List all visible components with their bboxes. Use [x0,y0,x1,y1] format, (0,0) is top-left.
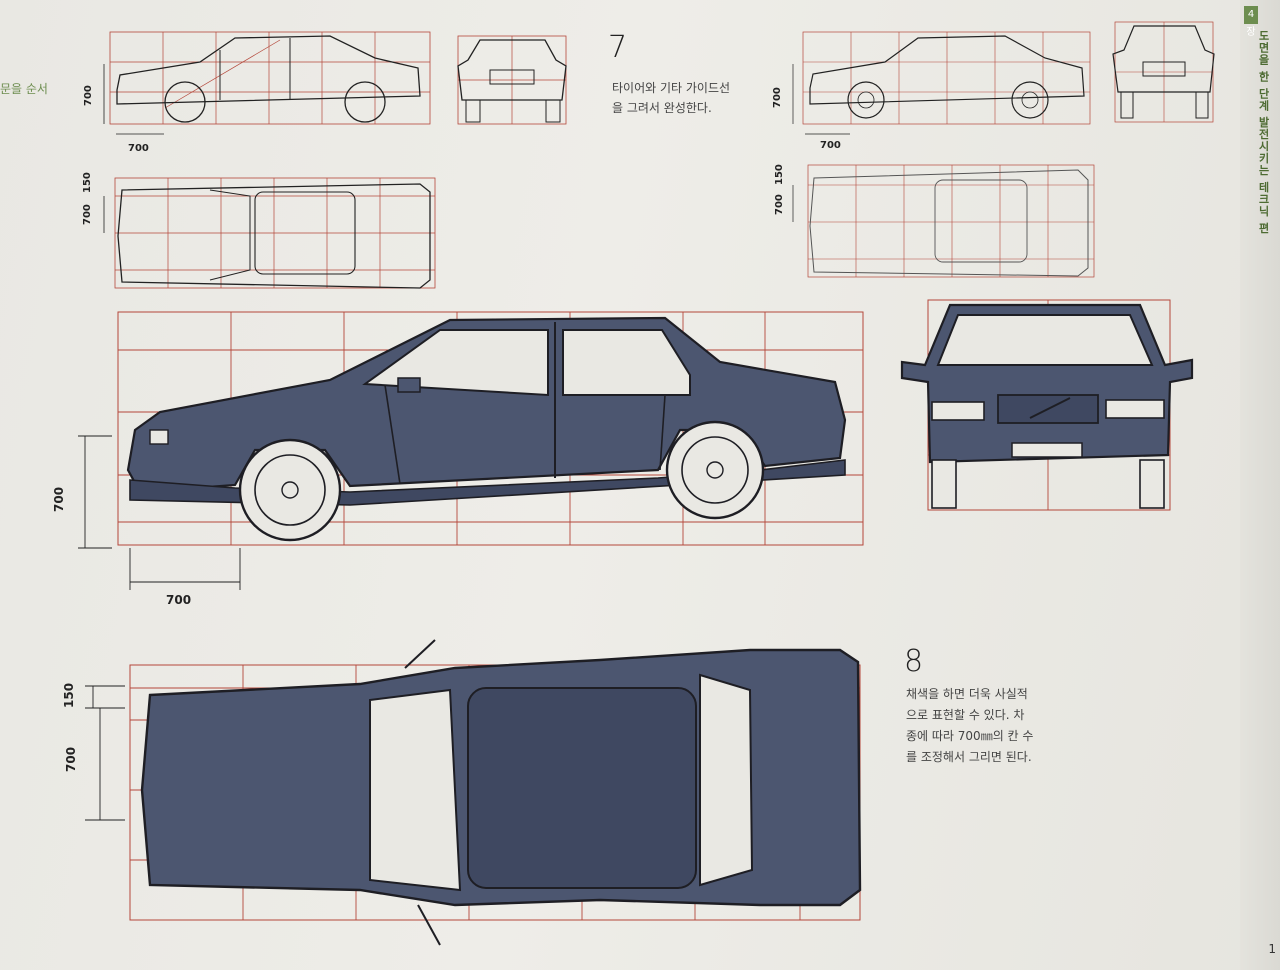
rear-wheel [238,438,342,542]
step8-top-dimension-lines [85,685,125,821]
chapter-badge: 4 장 [1244,6,1258,38]
front-wheel [665,420,765,520]
dim-label-150: 150 [82,172,93,193]
step7-final-side-view [802,31,1091,125]
caption-line: 으로 표현할 수 있다. 차 [906,708,1025,722]
dim-label-150: 150 [774,164,785,185]
step7-top-view [114,177,436,289]
step8-side-view [117,311,864,546]
step-8-caption: 채색을 하면 더욱 사실적 으로 표현할 수 있다. 차 종에 따라 700㎜의… [906,684,1033,768]
dim-label-700: 700 [128,143,149,154]
dim-label-700: 700 [82,204,93,225]
dim-label-700: 700 [166,593,192,607]
step-7-number: 7 [608,30,628,65]
caption-line: 채색을 하면 더욱 사실적 [906,687,1028,701]
dim-label-700: 700 [772,87,783,108]
step8-top-view [129,639,862,946]
step7-front-view [457,35,567,125]
step8-dimension-lines [78,435,241,590]
page-number: 1 [1268,942,1276,956]
step-8-number: 8 [904,644,924,679]
dim-label-700: 700 [820,140,841,151]
running-header: 도면을 한 단계 발전시키는 테크닉 편 [1257,30,1270,235]
step7-final-front-view [1112,21,1215,123]
step-7-caption: 타이어와 기타 가이드선 을 그려서 완성한다. [612,78,730,118]
dim-label-700: 700 [64,746,78,772]
previous-page-text-fragment: 문을 순서 [0,82,48,96]
step8-front-view [900,299,1194,511]
dim-label-700: 700 [52,486,66,512]
step7-final-top-view [807,164,1095,278]
page-margin-strip [1240,0,1280,970]
step7-dimension-lines [103,64,164,233]
step7-final-dimension-lines [792,64,850,222]
dim-label-150: 150 [62,682,76,708]
dim-label-700: 700 [774,194,785,215]
step7-side-view [109,31,431,125]
caption-line: 를 조정해서 그리면 된다. [906,750,1032,764]
dim-label-700: 700 [83,85,94,106]
caption-line: 타이어와 기타 가이드선 [612,81,731,95]
caption-line: 을 그려서 완성한다. [612,101,712,115]
caption-line: 종에 따라 700㎜의 칸 수 [906,729,1034,743]
